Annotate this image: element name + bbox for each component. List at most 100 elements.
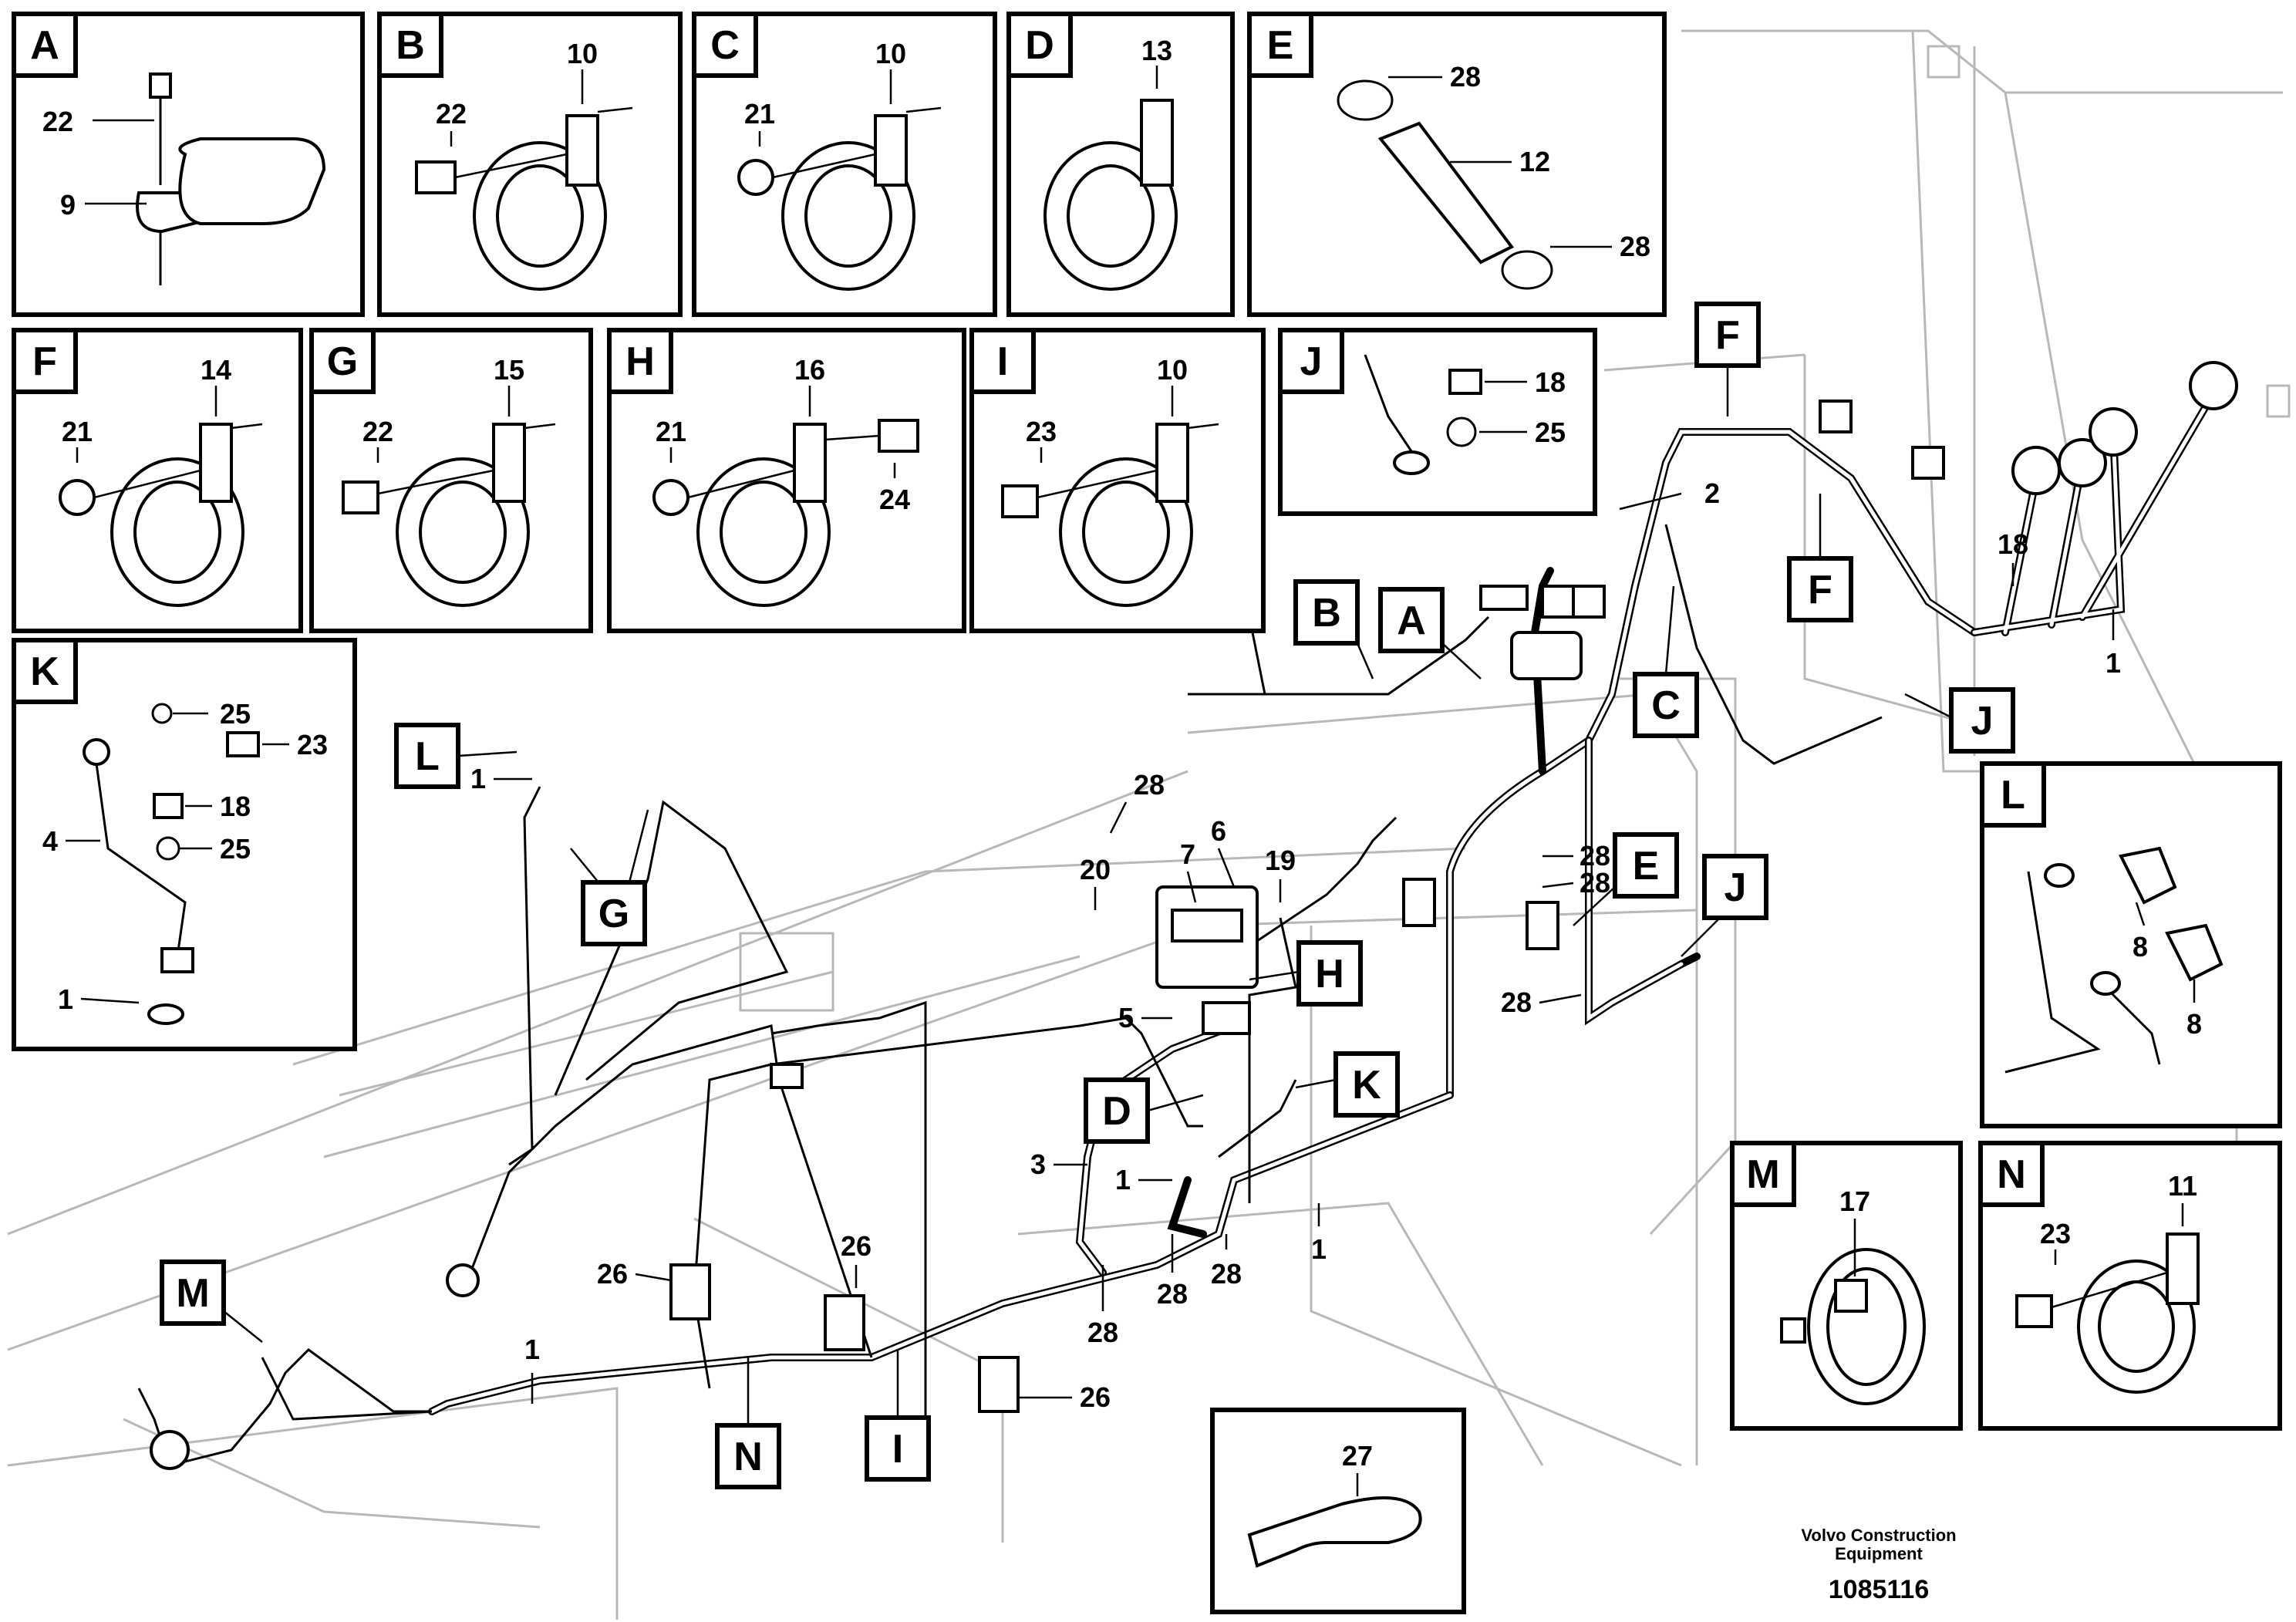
callout-b: B — [1312, 591, 1341, 636]
panel-g-key: G — [327, 339, 358, 384]
brand-line-2: Equipment — [1835, 1544, 1923, 1563]
wire-harness-main — [137, 389, 2217, 1467]
connectors — [150, 361, 2238, 1470]
callout-j-top: J — [1971, 699, 1994, 744]
panel-n-num-1: 11 — [2168, 1170, 2197, 1202]
panel-l: L 8 8 — [1980, 761, 2282, 1128]
main-num-6: 6 — [1211, 815, 1226, 847]
drawing-number: 1085116 — [1829, 1575, 1930, 1604]
main-num-26-c: 26 — [1080, 1381, 1111, 1413]
panel-n: N 11 23 — [1978, 1141, 2282, 1431]
panel-c-num-1: 10 — [875, 38, 906, 69]
panel-k: K 25 23 18 25 4 1 — [12, 638, 357, 1051]
panel-l-key: L — [2001, 773, 2025, 818]
panel-m: M 17 — [1730, 1141, 1963, 1431]
main-num-28-b1: 28 — [1087, 1317, 1118, 1348]
panel-n-num-2: 23 — [2040, 1218, 2071, 1249]
panel-f-num-2: 21 — [62, 416, 93, 447]
panel-b: B 10 22 — [377, 12, 683, 317]
panel-k-key: K — [30, 649, 59, 694]
callout-a: A — [1397, 599, 1426, 643]
panel-cable-tie: 27 — [1210, 1408, 1466, 1614]
main-num-19: 19 — [1265, 845, 1296, 876]
main-num-3: 3 — [1030, 1148, 1046, 1180]
main-num-26-a: 26 — [597, 1258, 628, 1290]
panel-j: J 18 25 — [1278, 328, 1597, 516]
panel-h-key: H — [625, 339, 655, 384]
panel-d: D 13 — [1006, 12, 1235, 317]
main-num-1-m: 1 — [524, 1334, 540, 1365]
panel-k-num-5: 4 — [42, 825, 58, 857]
panel-a-num-2: 9 — [60, 189, 76, 221]
callout-g: G — [598, 892, 629, 936]
panel-n-key: N — [1997, 1152, 2026, 1197]
panel-l-num-1: 8 — [2132, 931, 2148, 963]
callout-j-mid: J — [1725, 865, 1747, 910]
main-num-28-k: 28 — [1501, 986, 1532, 1018]
footer: Volvo Construction Equipment 1085116 — [1801, 1526, 1956, 1604]
panel-h-num-3: 24 — [879, 484, 910, 515]
main-num-20: 20 — [1080, 854, 1111, 885]
panel-h-num-2: 21 — [656, 416, 686, 447]
callout-i: I — [892, 1427, 903, 1472]
main-callouts: B A F F C J L G E J — [160, 302, 2015, 1489]
panel-e-num-2: 12 — [1519, 146, 1550, 177]
panel-l-num-2: 8 — [2186, 1008, 2202, 1040]
main-num-28-e1: 28 — [1580, 840, 1610, 872]
panel-h: H 16 21 24 — [607, 328, 966, 633]
main-num-28-e2: 28 — [1580, 867, 1610, 899]
panel-j-key: J — [1300, 339, 1323, 384]
panel-b-num-2: 22 — [436, 98, 467, 130]
panel-b-key: B — [396, 23, 425, 68]
panel-e-num-3: 28 — [1620, 231, 1650, 262]
panel-j-num-2: 25 — [1535, 416, 1566, 448]
main-num-18: 18 — [1998, 528, 2028, 560]
panel-k-num-6: 1 — [58, 983, 73, 1015]
panel-a: A 22 9 — [12, 12, 365, 317]
main-num-7: 7 — [1180, 838, 1195, 870]
callout-k: K — [1352, 1063, 1381, 1108]
panel-i-num-1: 10 — [1157, 354, 1188, 386]
tie-num: 27 — [1342, 1440, 1373, 1472]
panel-g: G 15 22 — [309, 328, 593, 633]
callout-e: E — [1633, 844, 1660, 889]
main-num-1-right: 1 — [2106, 647, 2121, 679]
panel-c-num-2: 21 — [744, 98, 775, 130]
brand-line-1: Volvo Construction — [1801, 1526, 1956, 1545]
panel-f-num-1: 14 — [201, 354, 231, 386]
panel-i-num-2: 23 — [1026, 416, 1057, 447]
main-num-28-b3: 28 — [1211, 1258, 1242, 1290]
panel-e-key: E — [1267, 23, 1294, 68]
panel-e: E 28 12 28 — [1247, 12, 1667, 317]
panel-d-num-1: 13 — [1141, 35, 1172, 66]
panel-b-num-1: 10 — [567, 38, 598, 69]
panel-g-num-2: 22 — [362, 416, 393, 447]
callout-d: D — [1102, 1089, 1131, 1134]
main-num-28-b2: 28 — [1157, 1278, 1188, 1310]
callout-h: H — [1315, 952, 1344, 996]
main-num-5: 5 — [1118, 1002, 1134, 1034]
main-num-28-top: 28 — [1134, 769, 1165, 801]
panel-m-key: M — [1746, 1152, 1779, 1197]
panel-g-num-1: 15 — [494, 354, 524, 386]
main-num-2: 2 — [1704, 477, 1720, 509]
main-num-26-b: 26 — [841, 1230, 872, 1262]
panel-h-num-1: 16 — [794, 354, 825, 386]
panel-k-num-1: 25 — [220, 698, 251, 730]
panel-i-key: I — [997, 339, 1008, 384]
callout-f-mid: F — [1808, 568, 1832, 612]
callout-l: L — [415, 734, 440, 779]
main-num-1-k: 1 — [1311, 1233, 1327, 1265]
callout-n: N — [733, 1435, 763, 1479]
callout-c: C — [1651, 683, 1681, 728]
panel-d-key: D — [1025, 23, 1054, 68]
panel-i: I 10 23 — [969, 328, 1266, 633]
panel-k-num-2: 23 — [297, 729, 328, 760]
main-num-1-left: 1 — [470, 763, 486, 794]
panel-j-num-1: 18 — [1535, 366, 1566, 398]
callout-f-top: F — [1715, 313, 1740, 358]
main-num-1-d: 1 — [1115, 1164, 1131, 1195]
callout-m: M — [176, 1271, 209, 1316]
panel-k-num-4: 25 — [220, 833, 251, 865]
